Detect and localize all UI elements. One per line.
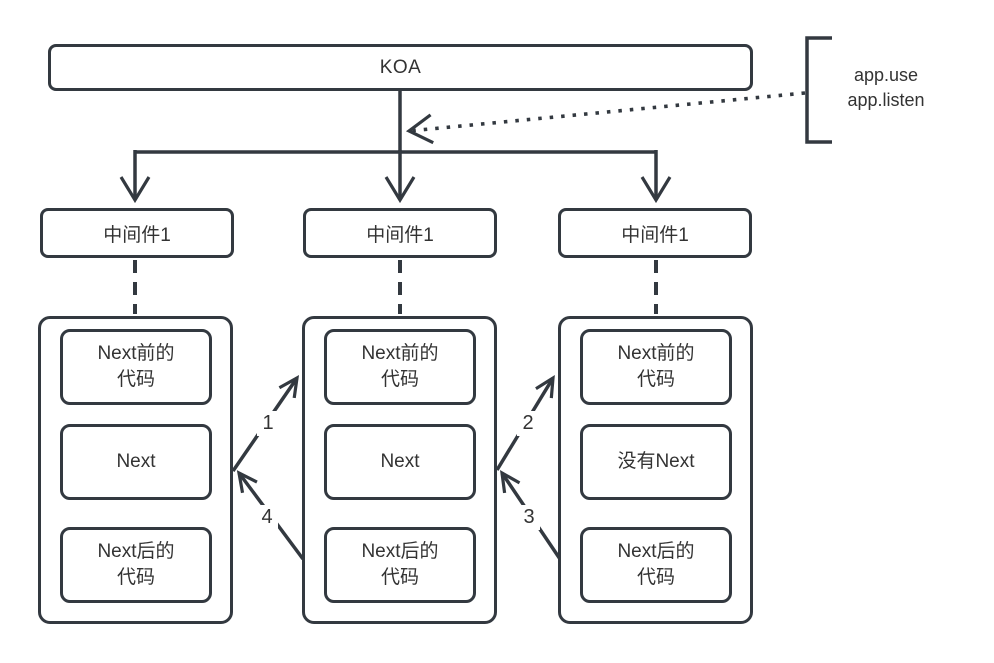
code-before-next-box: Next前的 代码 — [60, 329, 212, 405]
annotation-line-app-listen: app.listen — [847, 90, 925, 110]
box-text-line: Next — [116, 451, 156, 472]
middleware-body-container-3: Next前的 代码 没有Next Next后的 代码 — [558, 316, 753, 624]
code-after-next-box: Next后的 代码 — [60, 527, 212, 603]
code-after-next-box: Next后的 代码 — [580, 527, 732, 603]
code-before-next-box: Next前的 代码 — [580, 329, 732, 405]
box-text-line: Next后的 — [361, 541, 439, 562]
box-text-line: 代码 — [636, 567, 675, 588]
middleware-body-container-2: Next前的 代码 Next Next后的 代码 — [302, 316, 497, 624]
code-after-next-box: Next后的 代码 — [324, 527, 476, 603]
box-text-line: 代码 — [636, 369, 675, 390]
middleware-body-container-1: Next前的 代码 Next Next后的 代码 — [38, 316, 233, 624]
annotation-text: app.use app.listen — [838, 63, 934, 113]
box-text-line: Next后的 — [97, 541, 175, 562]
box-text-line: 代码 — [116, 369, 155, 390]
flow-step-label-4: 4 — [256, 505, 278, 530]
code-before-next-box: Next前的 代码 — [324, 329, 476, 405]
next-box: Next — [60, 424, 212, 500]
box-text-line: 代码 — [380, 369, 419, 390]
box-text-line: Next前的 — [617, 343, 695, 364]
middleware-label: 中间件1 — [621, 224, 689, 246]
flow-step-label-3: 3 — [518, 505, 540, 530]
koa-label: KOA — [379, 56, 422, 78]
box-text-line: Next前的 — [97, 343, 175, 364]
annotation-line-app-use: app.use — [853, 65, 919, 85]
annotation-bracket — [805, 36, 832, 144]
no-next-box: 没有Next — [580, 424, 732, 500]
koa-box: KOA — [48, 44, 753, 91]
flow-step-label-2: 2 — [517, 411, 539, 436]
middleware-label: 中间件1 — [103, 224, 171, 246]
dotted-annotation-arrow — [405, 91, 806, 145]
box-text-line: Next后的 — [617, 541, 695, 562]
box-text-line: 代码 — [380, 567, 419, 588]
next-box: Next — [324, 424, 476, 500]
middleware-label: 中间件1 — [366, 224, 434, 246]
flow-step-label-1: 1 — [257, 411, 279, 436]
middleware-box-2: 中间件1 — [303, 208, 497, 258]
box-text-line: 代码 — [116, 567, 155, 588]
box-text-line: Next — [380, 451, 420, 472]
box-text-line: Next前的 — [361, 343, 439, 364]
middleware-box-1: 中间件1 — [40, 208, 234, 258]
box-text-line: 没有Next — [617, 451, 695, 472]
middleware-box-3: 中间件1 — [558, 208, 752, 258]
